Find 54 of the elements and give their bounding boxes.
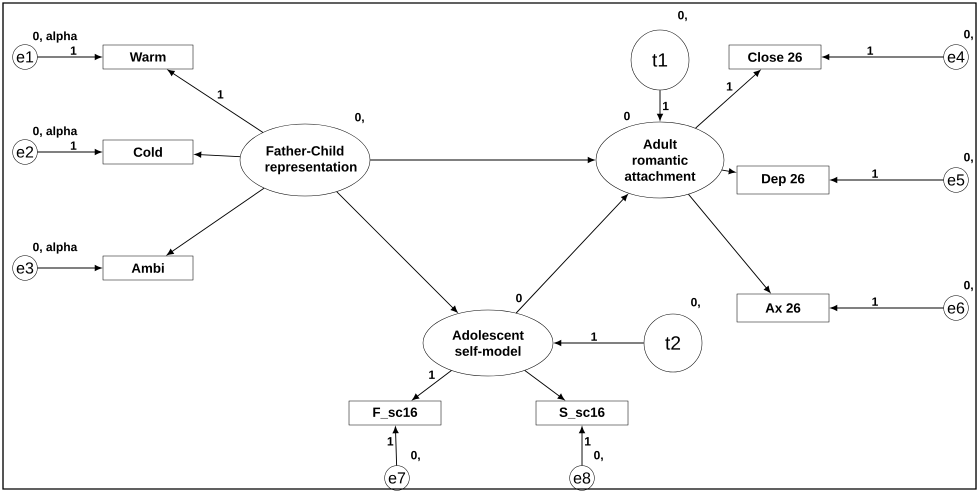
arrow xyxy=(695,70,760,129)
parameter-label: 0, xyxy=(691,298,700,308)
arrow xyxy=(37,54,102,60)
parameter-label: 0 xyxy=(624,112,630,120)
arrow xyxy=(516,194,628,314)
edge-label: 1 xyxy=(429,370,435,379)
arrow xyxy=(336,191,458,313)
variable-box: Dep 26 xyxy=(736,166,830,194)
parameter-label: 0, xyxy=(964,30,973,40)
edge-label: 1 xyxy=(663,102,669,110)
arrow xyxy=(370,157,594,163)
edge-label: 1 xyxy=(872,169,878,178)
arrow xyxy=(37,265,102,271)
parameter-label: 0 xyxy=(516,294,522,302)
arrow xyxy=(392,426,399,466)
arrow xyxy=(579,426,585,466)
parameter-label: 0, xyxy=(355,112,364,124)
parameter-label: 0, xyxy=(411,450,420,462)
arrow xyxy=(194,152,240,158)
edge-label: 1 xyxy=(70,46,76,55)
edge-label: 1 xyxy=(726,82,732,91)
parameter-label: 0, xyxy=(594,450,603,462)
arrow xyxy=(168,70,264,133)
arrow xyxy=(822,54,944,60)
variable-box: F_sc16 xyxy=(348,400,442,426)
edge-label: 1 xyxy=(868,46,874,55)
edge-label: 1 xyxy=(70,141,76,150)
parameter-label: 0, alpha xyxy=(33,31,78,43)
arrow xyxy=(412,370,452,400)
arrow xyxy=(524,370,565,400)
parameter-label: 0, xyxy=(964,152,973,164)
variable-box: Ambi xyxy=(102,256,194,280)
edge-label: 1 xyxy=(872,297,878,306)
arrow xyxy=(688,194,771,293)
variable-box: Warm xyxy=(102,44,194,70)
edge-label: 1 xyxy=(585,437,591,446)
variable-box: Close 26 xyxy=(728,44,822,70)
parameter-label: 0, xyxy=(678,10,687,22)
parameter-label: 0, xyxy=(964,280,973,292)
arrow xyxy=(657,90,663,120)
variable-box: S_sc16 xyxy=(536,400,628,426)
variable-box: Ax 26 xyxy=(736,294,830,322)
parameter-label: 0, alpha xyxy=(33,242,78,254)
arrow xyxy=(722,168,736,174)
variable-box: Cold xyxy=(102,140,194,164)
edge-label: 1 xyxy=(218,90,224,99)
edge-label: 1 xyxy=(591,332,597,341)
parameter-label: 0, alpha xyxy=(33,126,78,138)
arrow xyxy=(830,177,944,183)
arrow xyxy=(554,340,644,346)
arrow xyxy=(166,188,264,256)
arrow xyxy=(37,149,102,155)
arrow xyxy=(830,305,944,311)
edge-label: 1 xyxy=(388,437,394,446)
